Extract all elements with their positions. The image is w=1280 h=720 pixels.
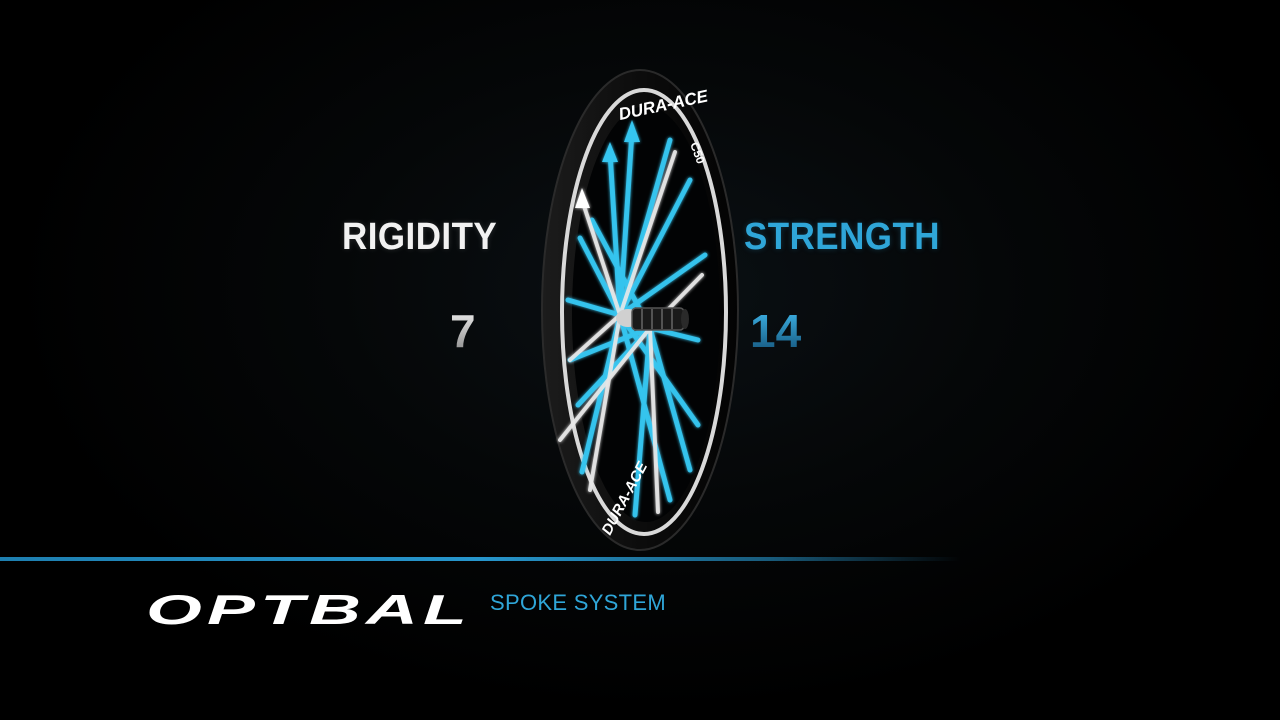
wheel-hub: [616, 307, 689, 331]
arrow-head-icon: [624, 120, 640, 142]
strength-value: 14: [750, 305, 802, 357]
bicycle-wheel: DURA-ACE DURA-ACE C50: [541, 69, 739, 551]
arrow-head-icon: [575, 188, 590, 208]
ground-line: [0, 557, 960, 561]
strength-label: STRENGTH: [744, 216, 940, 258]
rigidity-value: 7: [450, 305, 476, 357]
spoke-system-subtitle: SPOKE SYSTEM: [490, 590, 666, 615]
rigidity-label: RIGIDITY: [342, 216, 498, 258]
wheel-rim-edge: [560, 88, 728, 536]
optbal-logo: OPTBAL: [146, 590, 472, 630]
arrow-head-icon: [602, 142, 618, 162]
optbal-logo-text: OPTBAL: [146, 590, 472, 630]
spokes: [558, 120, 708, 518]
